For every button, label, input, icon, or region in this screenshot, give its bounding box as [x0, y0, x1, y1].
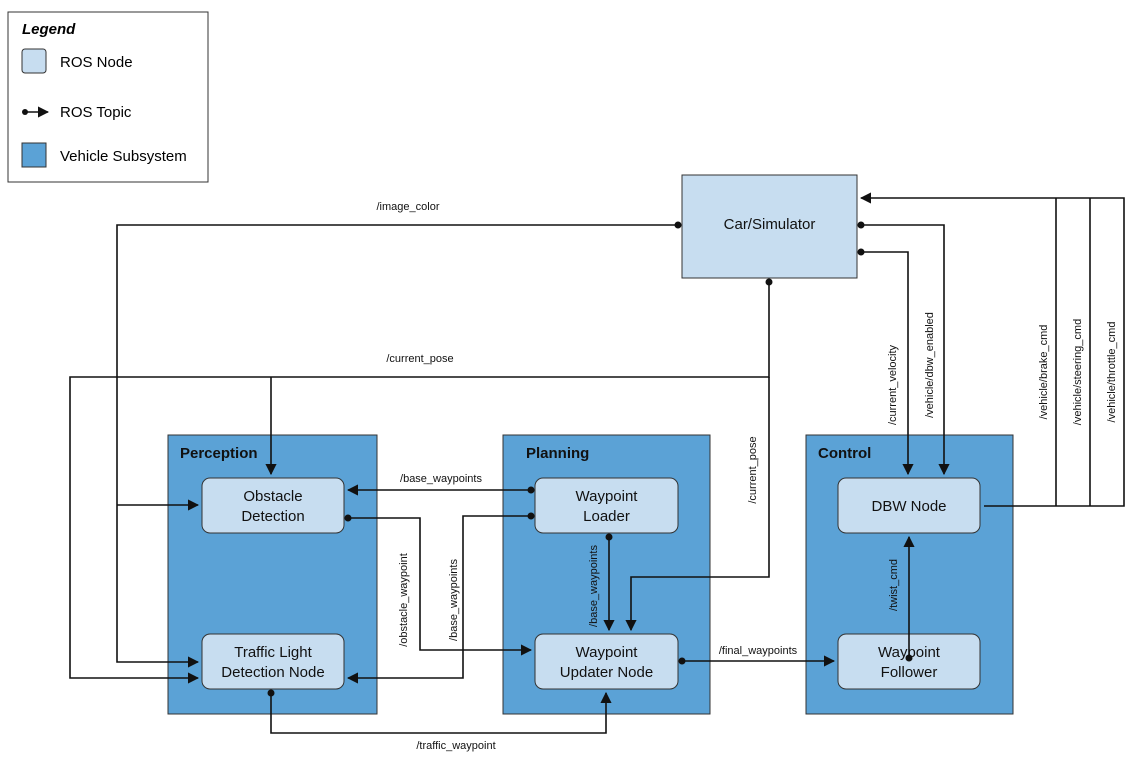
final-waypoints-topic-label: /final_waypoints — [719, 645, 798, 657]
base-waypoints-updater-connector — [603, 533, 615, 632]
base-waypoints-topic-label-2: /base_waypoints — [448, 559, 460, 641]
current-pose-updater-connector — [625, 377, 770, 632]
legend-ros-node-swatch — [21, 48, 47, 74]
legend-ros-topic-label: ROS Topic — [60, 104, 132, 121]
current-velocity-connector — [857, 248, 914, 476]
final-waypoints-connector — [678, 655, 836, 667]
traffic-waypoint-topic-label: /traffic_waypoint — [416, 740, 495, 752]
throttle-cmd-topic-label: /vehicle/throttle_cmd — [1106, 322, 1118, 423]
traffic-light-detection-label-line-2: Detection Node — [221, 664, 324, 681]
dbw-enabled-topic-label: /vehicle/dbw_enabled — [924, 312, 936, 418]
legend: Legend ROS Node ROS Topic Vehicle Subsys… — [7, 11, 209, 183]
planning-subsystem-label: Planning — [526, 445, 589, 462]
dbw-node — [837, 477, 981, 534]
waypoint-updater-label-line-1: Waypoint — [576, 644, 639, 661]
base-waypoints-topic-label-1: /base_waypoints — [400, 473, 482, 485]
control-subsystem-label: Control — [818, 445, 871, 462]
steering-cmd-topic-label: /vehicle/steering_cmd — [1072, 319, 1084, 425]
waypoint-follower-label-line-2: Follower — [881, 664, 938, 681]
vehicle-command-connectors — [859, 192, 1125, 507]
current-pose-topic-label: /current_pose — [386, 353, 453, 365]
image-color-connector — [116, 221, 682, 668]
legend-title: Legend — [22, 21, 76, 38]
legend-ros-node-label: ROS Node — [60, 54, 133, 71]
base-waypoints-topic-label-3: /base_waypoints — [588, 545, 600, 627]
current-pose-vertical-topic-label: /current_pose — [747, 436, 759, 503]
waypoint-updater-node — [534, 633, 679, 690]
legend-vehicle-subsystem-label: Vehicle Subsystem — [60, 148, 187, 165]
obstacle-waypoint-topic-label: /obstacle_waypoint — [398, 553, 410, 647]
twist-cmd-connector — [903, 535, 915, 662]
base-waypoints-traffic-connector — [346, 512, 535, 684]
base-waypoints-obstacle-connector — [346, 484, 535, 496]
obstacle-detection-label-line-2: Detection — [241, 508, 304, 525]
waypoint-loader-label-line-1: Waypoint — [576, 488, 639, 505]
waypoint-loader-node — [534, 477, 679, 534]
traffic-light-detection-label-line-1: Traffic Light — [234, 644, 312, 661]
current-velocity-topic-label: /current_velocity — [887, 344, 899, 425]
waypoint-updater-label-line-2: Updater Node — [560, 664, 653, 681]
current-pose-connector — [69, 278, 773, 684]
obstacle-waypoint-connector — [344, 514, 533, 656]
legend-ros-topic-arrow-icon — [22, 106, 50, 118]
waypoint-loader-label-line-2: Loader — [583, 508, 630, 525]
traffic-waypoint-connector — [267, 689, 612, 734]
twist-cmd-topic-label: /twist_cmd — [888, 559, 900, 611]
obstacle-detection-node — [201, 477, 345, 534]
obstacle-detection-label-line-1: Obstacle — [243, 488, 302, 505]
image-color-topic-label: /image_color — [377, 201, 440, 213]
traffic-light-detection-node — [201, 633, 345, 690]
dbw-enabled-connector — [857, 221, 950, 476]
legend-vehicle-subsystem-swatch — [21, 142, 47, 168]
brake-cmd-topic-label: /vehicle/brake_cmd — [1038, 325, 1050, 420]
car-simulator-node — [681, 174, 858, 279]
perception-subsystem-label: Perception — [180, 445, 258, 462]
car-simulator-label: Car/Simulator — [724, 216, 816, 233]
dbw-node-label: DBW Node — [871, 498, 946, 515]
